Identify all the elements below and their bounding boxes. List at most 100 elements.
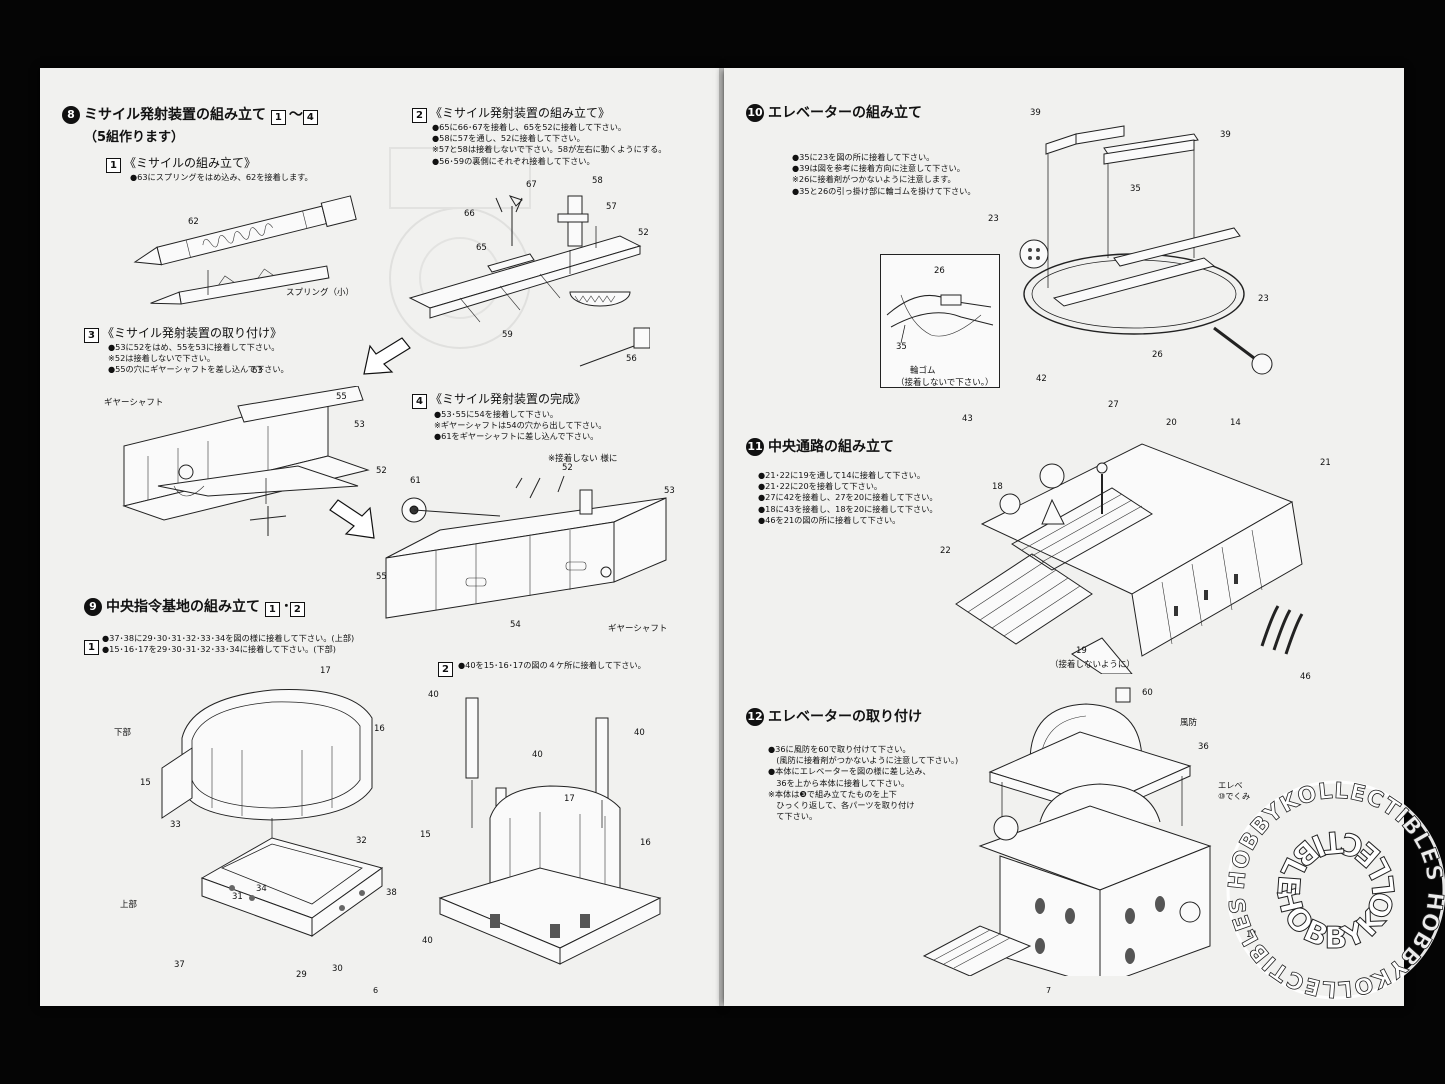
label-36: 36 xyxy=(1198,742,1209,752)
label-39a: 39 xyxy=(1030,108,1041,118)
note-line: ●本体にエレベーターを図の様に差し込み、 xyxy=(768,766,931,777)
note-line: ※本体は❸で組み立てたものを上下 xyxy=(768,788,897,799)
section9-step2-notes: ●40を15･16･17の図の４ケ所に接着して下さい。 xyxy=(458,660,646,671)
range-start-box: 1 xyxy=(270,110,286,125)
range-end-box: 4 xyxy=(302,110,318,125)
flow-arrow-down-right xyxy=(329,499,375,539)
label-15: 15 xyxy=(140,778,151,788)
note-line: ●53･55に54を接着して下さい。 xyxy=(434,409,559,419)
step3-notes: ●53に52をはめ、55を53に接着して下さい。 ※52は接着しないで下さい。 … xyxy=(108,342,289,376)
note-line: 36を上から本体に接着して下さい。 xyxy=(768,777,910,788)
label-55: 55 xyxy=(336,392,347,402)
label-40c: 40 xyxy=(634,728,645,738)
note-line: ●36に風防を60で取り付けて下さい。 xyxy=(768,744,911,754)
note-line: ●21･22に19を通して14に接着して下さい。 xyxy=(758,470,926,480)
label-54: 54 xyxy=(510,620,521,630)
label-35: 35 xyxy=(1130,184,1141,194)
label-61: 61 xyxy=(410,476,421,486)
label-46: 46 xyxy=(1300,672,1311,682)
step2-title-text: 《ミサイル発射装置の組み立て》 xyxy=(430,106,611,120)
missile-assembly-drawing xyxy=(133,195,357,305)
label-17: 17 xyxy=(320,666,331,676)
step4-title: 4《ミサイル発射装置の完成》 xyxy=(412,390,586,409)
label-21: 21 xyxy=(1320,458,1331,468)
step3-title-text: 《ミサイル発射装置の取り付け》 xyxy=(102,326,283,340)
label-53: 53 xyxy=(354,420,365,430)
section9-title-text: 中央指令基地の組み立て xyxy=(106,599,260,615)
label-lower: 下部 xyxy=(114,728,132,738)
page-number: 6 xyxy=(373,986,379,995)
note-line: ●39は図を参考に接着方向に注意して下さい。 xyxy=(792,163,965,174)
label-59: 59 xyxy=(502,330,513,340)
label-spring: スプリング（小） xyxy=(286,288,355,298)
step2-title: 2《ミサイル発射装置の組み立て》 xyxy=(412,104,610,123)
section11-notes: ●21･22に19を通して14に接着して下さい。 ●21･22に20を接着して下… xyxy=(758,470,938,526)
central-passage-drawing xyxy=(955,443,1304,674)
label-22: 22 xyxy=(940,546,951,556)
label-windshield: 風防 xyxy=(1180,718,1198,728)
section11-title-text: 中央通路の組み立て xyxy=(768,439,894,455)
label-60: 60 xyxy=(1142,688,1153,698)
label-55-step4: 55 xyxy=(376,572,387,582)
note-line: ●18に43を接着し、18を20に接着して下さい。 xyxy=(758,503,938,514)
note-line: ⑩でくみ xyxy=(1218,791,1251,802)
note-line: ●40を15･16･17の図の４ケ所に接着して下さい。 xyxy=(458,660,646,670)
label-56: 56 xyxy=(626,354,637,364)
label-52-step3: 52 xyxy=(376,466,387,476)
label-27: 27 xyxy=(1108,400,1119,410)
label-42: 42 xyxy=(1036,374,1047,384)
launcher-assembly-drawing xyxy=(408,195,650,367)
label-67: 67 xyxy=(526,180,537,190)
flow-arrow-down-left xyxy=(363,337,411,375)
step4-title-text: 《ミサイル発射装置の完成》 xyxy=(430,392,587,406)
note-line: ●53に52をはめ、55を53に接着して下さい。 xyxy=(108,342,280,352)
note-line: ●15･16･17を29･30･31･32･33･34に接着して下さい。(下部) xyxy=(102,644,336,655)
label-gear-shaft: ギヤーシャフト xyxy=(104,398,164,408)
label-no-glue-19: （接着しないように） xyxy=(1050,660,1135,670)
label-30: 30 xyxy=(332,964,343,974)
label-40b: 40 xyxy=(532,750,543,760)
label-inset-26: 26 xyxy=(934,266,945,276)
note-line: ※57と58は接着しないで下さい。58が左右に動くようにする。 xyxy=(432,144,667,155)
step1-notes: ●63にスプリングをはめ込み、62を接着します。 xyxy=(130,172,313,183)
section8-subtitle: （5組作ります） xyxy=(84,130,185,145)
section10-notes: ●35に23を図の所に接着して下さい。 ●39は図を参考に接着方向に注意して下さ… xyxy=(792,152,976,197)
label-20: 20 xyxy=(1166,418,1177,428)
label-52-step4: 52 xyxy=(562,463,573,473)
label-40d: 40 xyxy=(422,936,433,946)
label-rubber-band: 輪ゴム xyxy=(910,366,936,376)
label-23b: 23 xyxy=(1258,294,1269,304)
range-separator: ～ xyxy=(288,107,303,123)
step1-number: 1 xyxy=(106,158,121,173)
side-note: エレベ ⑩でくみ xyxy=(1218,780,1250,802)
label-62: 62 xyxy=(188,217,199,227)
rubber-band-inset xyxy=(880,254,1000,388)
step1-title-text: 《ミサイルの組み立て》 xyxy=(124,156,257,170)
section9-step1: 1 xyxy=(84,634,102,655)
section10-title-text: エレベーターの組み立て xyxy=(768,105,922,121)
label-66: 66 xyxy=(464,209,475,219)
label-26b: 26 xyxy=(1152,350,1163,360)
note-line: ●56･59の裏側にそれぞれ接着して下さい。 xyxy=(432,155,595,166)
range-end-box: 2 xyxy=(289,602,305,617)
step1-title: 1《ミサイルの組み立て》 xyxy=(106,154,256,173)
section9-step2: 2 xyxy=(438,656,456,677)
label-14: 14 xyxy=(1230,418,1241,428)
note-line: て下さい。 xyxy=(768,811,818,822)
elevator-drawing xyxy=(1019,125,1273,375)
note-line: ●65に66･67を接着し、65を52に接着して下さい。 xyxy=(432,122,627,132)
label-33: 33 xyxy=(170,820,181,830)
range-separator: ･ xyxy=(282,599,290,615)
step3-number: 3 xyxy=(84,328,99,343)
range-start-box: 1 xyxy=(264,602,280,617)
base-with-posts-drawing xyxy=(438,697,662,965)
note-line: ●27に42を接着し、27を20に接着して下さい。 xyxy=(758,492,938,503)
label-23a: 23 xyxy=(988,214,999,224)
label-53-step4: 53 xyxy=(664,486,675,496)
section8-number: 8 xyxy=(62,106,80,124)
